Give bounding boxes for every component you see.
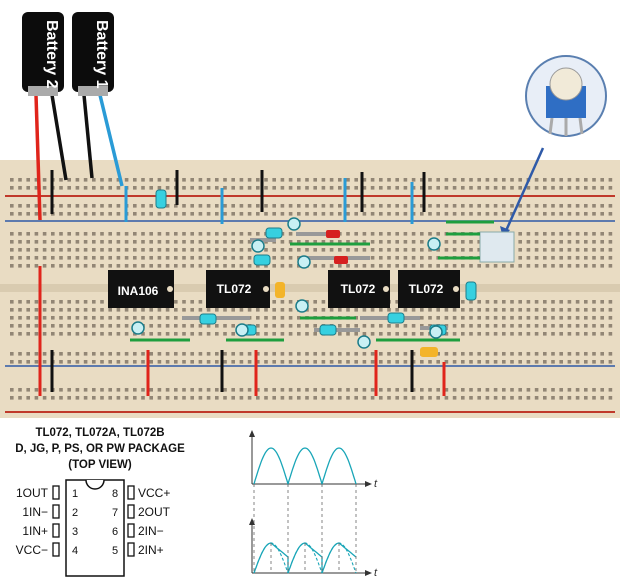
center-channel <box>0 284 620 292</box>
chip-ina106-label: INA106 <box>118 284 159 298</box>
pinout-title-line-2: D, JG, P, PS, OR PW PACKAGE <box>15 443 185 455</box>
right-pin-number: 7 <box>112 507 118 519</box>
left-pin-box <box>52 504 60 519</box>
battery-2-label: Battery 2 <box>43 20 60 89</box>
vertical-dashed-guides <box>253 484 357 573</box>
right-pin-name: 2IN+ <box>138 543 164 557</box>
battery2-red-wire <box>34 94 42 221</box>
capacitors <box>275 230 438 357</box>
potentiometer-footprint <box>479 231 515 263</box>
top-plot-t-label: t <box>374 478 378 490</box>
battery2-black-wire <box>50 94 68 181</box>
battery1-blue-wire <box>98 94 124 187</box>
left-pin-number: 3 <box>72 526 78 538</box>
potentiometer-pointer-line <box>503 147 545 234</box>
chip-tl072-1: TL072 <box>206 270 270 308</box>
ic-package-outline <box>65 479 125 577</box>
breadboard-photo: Battery 2 Battery 1 <box>0 12 620 418</box>
full-wave-rectified-curve <box>253 447 357 487</box>
pinout-title-line-1: TL072, TL072A, TL072B <box>35 427 164 439</box>
right-pin-number: 6 <box>112 526 118 538</box>
chip-tl072-1-label: TL072 <box>217 282 252 296</box>
left-pin-name: 1IN+ <box>22 524 48 538</box>
tl072-pinout-diagram: TL072, TL072A, TL072B D, JG, P, PS, OR P… <box>15 427 185 577</box>
left-pin-name: 1OUT <box>16 486 49 500</box>
right-pin-name: 2IN− <box>138 524 164 538</box>
chip-tl072-2-label: TL072 <box>341 282 376 296</box>
right-pin-name: 2OUT <box>138 505 171 519</box>
battery1-black-wire <box>82 94 94 179</box>
bottom-plot-y-arrow <box>249 518 255 525</box>
battery-1: Battery 1 <box>72 12 114 96</box>
pinout-title-line-3: (TOP VIEW) <box>68 459 132 471</box>
bottom-plot-t-label: t <box>374 567 378 579</box>
right-pin-box <box>127 523 135 538</box>
right-pin-box <box>127 504 135 519</box>
chip-tl072-3: TL072 <box>398 270 460 308</box>
right-pin-number: 5 <box>112 545 118 557</box>
bottom-plot-x-arrow <box>365 570 372 576</box>
chip-ina106: INA106 <box>108 270 174 308</box>
top-plot-y-arrow <box>249 430 255 437</box>
right-pin-number: 8 <box>112 488 118 500</box>
right-pin-box <box>127 485 135 500</box>
left-pin-name: 1IN− <box>22 505 48 519</box>
diodes <box>131 217 443 349</box>
left-pin-box <box>52 523 60 538</box>
chip-tl072-3-label: TL072 <box>409 282 444 296</box>
breadboard-holes <box>10 178 613 400</box>
left-pin-number: 1 <box>72 488 78 500</box>
battery-2: Battery 2 <box>22 12 64 96</box>
waveform-diagram: t t <box>249 430 378 579</box>
left-pin-number: 4 <box>72 545 78 557</box>
right-pin-name: VCC+ <box>138 486 170 500</box>
potentiometer-photo <box>525 55 607 137</box>
left-pin-box <box>52 542 60 557</box>
top-plot-x-arrow <box>365 481 372 487</box>
rail-jumpers <box>38 170 446 396</box>
left-pin-box <box>52 485 60 500</box>
left-pin-number: 2 <box>72 507 78 519</box>
battery-1-label: Battery 1 <box>93 20 110 89</box>
pin-boxes <box>52 485 135 557</box>
right-pin-labels: VCC+ 8 2OUT 7 2IN− 6 2IN+ 5 <box>112 486 171 557</box>
right-pin-box <box>127 542 135 557</box>
chip-tl072-2: TL072 <box>328 270 390 308</box>
left-pin-name: VCC− <box>16 543 48 557</box>
